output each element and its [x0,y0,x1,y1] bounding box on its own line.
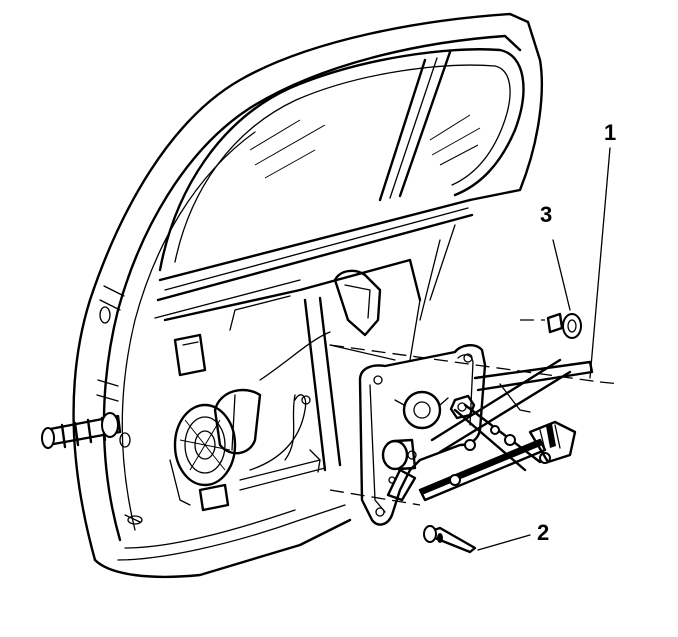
rivet-2 [423,525,477,554]
callout-2: 2 [537,520,549,545]
leader-lines [329,147,611,551]
callout-1: 1 [604,120,616,145]
door-inner-panel [72,12,543,579]
hinge-pin [41,412,122,449]
window-regulator [358,344,594,526]
callout-3: 3 [540,202,552,227]
door-interior-components [163,224,456,512]
alignment-lines [329,319,621,506]
window-glass [154,48,525,319]
bolt-3 [546,312,582,339]
